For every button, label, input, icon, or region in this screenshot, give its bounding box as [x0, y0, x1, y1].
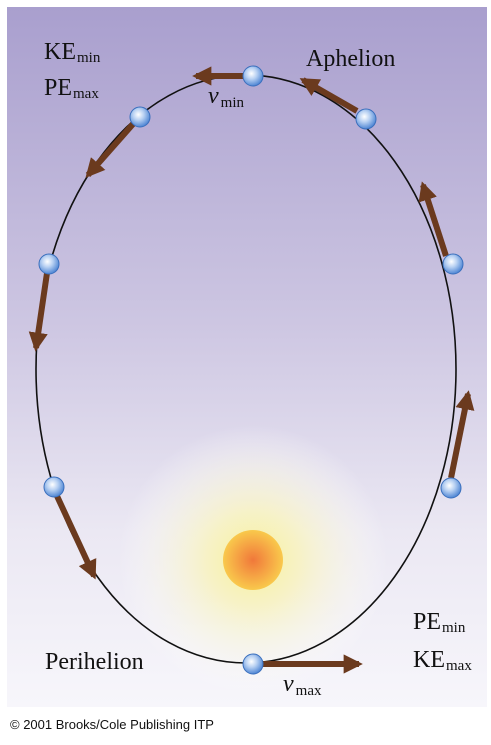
velocity-arrow-icon	[299, 77, 359, 114]
copyright-notice: © 2001 Brooks/Cole Publishing ITP	[10, 717, 214, 732]
velocity-arrow-icon	[418, 181, 449, 257]
aphelion-label: Aphelion	[306, 46, 396, 72]
planet-icon	[242, 653, 264, 675]
ke-max-label: KEmax	[413, 647, 472, 674]
velocity-arrow-icon	[448, 390, 475, 479]
planet-icon	[38, 253, 60, 275]
velocity-arrow-icon	[28, 272, 50, 352]
planet-icon	[442, 253, 464, 275]
planet-icon	[129, 106, 151, 128]
velocity-arrow-icon	[54, 494, 97, 580]
velocity-arrows	[28, 66, 475, 674]
ke-min-label: KEmin	[44, 39, 101, 66]
perihelion-label: Perihelion	[45, 649, 144, 675]
planet-icon	[355, 108, 377, 130]
planet-icon	[242, 65, 264, 87]
pe-max-label: PEmax	[44, 75, 99, 102]
copyright-strip	[0, 707, 491, 745]
sun-icon	[223, 530, 283, 590]
planet-icon	[43, 476, 65, 498]
planet-icon	[440, 477, 462, 499]
pe-min-label: PEmin	[413, 609, 466, 636]
planet-positions	[38, 65, 464, 675]
velocity-arrow-icon	[85, 122, 136, 178]
